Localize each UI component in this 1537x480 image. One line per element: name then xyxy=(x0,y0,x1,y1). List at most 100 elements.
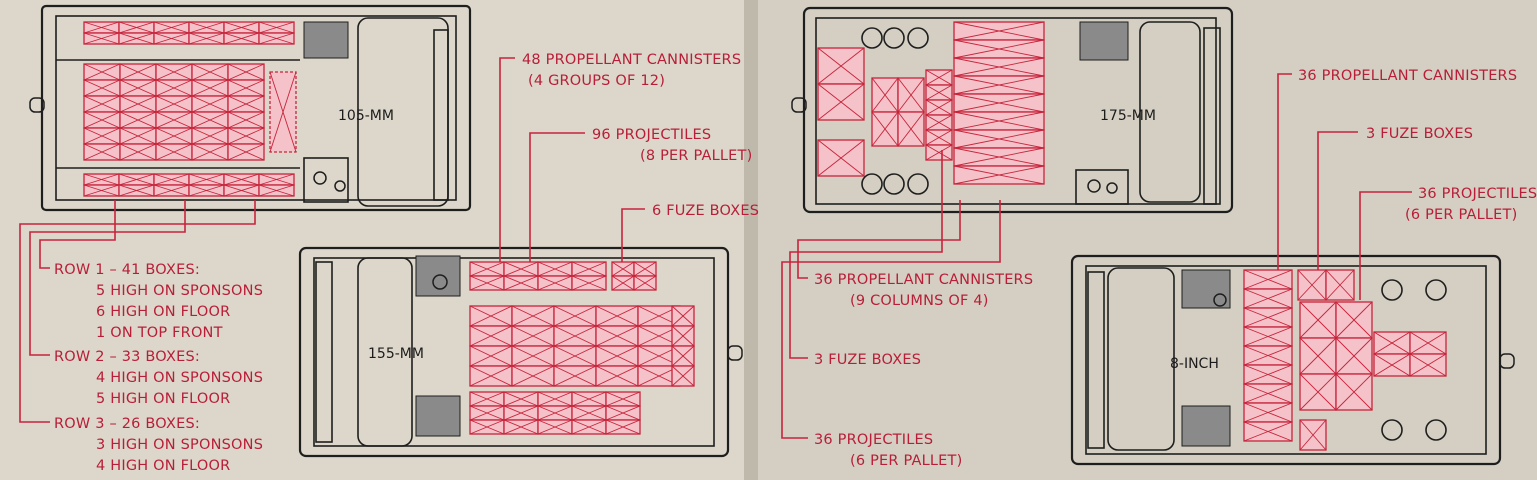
box-cross-mark xyxy=(83,184,120,197)
box-cross-mark xyxy=(469,305,513,327)
turret-outline-8inch xyxy=(1107,267,1175,451)
stowage-row-top-105mm xyxy=(83,21,295,45)
box-cross-mark xyxy=(537,275,573,291)
box-cross-mark xyxy=(119,79,157,97)
vehicle-175mm: 175-MM xyxy=(791,6,1234,214)
box-cross-mark xyxy=(953,93,1045,113)
box-cross-mark xyxy=(671,305,695,327)
box-cross-mark xyxy=(897,77,925,113)
leader-row3 xyxy=(19,200,256,423)
box-cross-mark xyxy=(118,184,155,197)
box-cross-mark xyxy=(191,63,229,81)
box-cross-mark xyxy=(223,173,260,186)
box-cross-mark xyxy=(953,21,1045,41)
box-cross-mark xyxy=(1373,353,1411,377)
leader-projectiles-8in xyxy=(1359,191,1412,300)
box-cross-mark xyxy=(595,325,639,347)
label-36-propellant-mid: 36 PROPELLANT CANNISTERS xyxy=(814,272,1033,288)
box-cross-mark xyxy=(595,365,639,387)
box-cross-mark xyxy=(188,21,225,34)
page-gutter xyxy=(744,0,758,480)
box-cross-mark xyxy=(83,173,120,186)
box-cross-mark xyxy=(469,391,505,407)
hatch-panel-155mm xyxy=(315,261,333,443)
box-cross-mark xyxy=(953,129,1045,149)
label-3-fuze-mid: 3 FUZE BOXES xyxy=(814,352,921,368)
label-36-projectiles-top: 36 PROJECTILES xyxy=(1418,186,1537,202)
label-row3-a: 3 HIGH ON SPONSONS xyxy=(96,437,263,453)
box-cross-mark xyxy=(553,345,597,367)
box-cross-mark xyxy=(633,275,657,291)
box-cross-mark xyxy=(119,95,157,113)
vent-grille-175mm xyxy=(1079,21,1129,61)
box-cross-mark xyxy=(1243,326,1293,347)
box-cross-mark xyxy=(871,111,899,147)
leader-propellant-155 xyxy=(499,57,515,262)
box-cross-mark xyxy=(611,275,635,291)
box-cross-mark xyxy=(1335,337,1373,375)
label-96-projectiles: 96 PROJECTILES xyxy=(592,127,711,143)
tow-hook-8inch xyxy=(1499,353,1515,369)
box-cross-mark xyxy=(223,32,260,45)
label-row2-a: 4 HIGH ON SPONSONS xyxy=(96,370,263,386)
box-cross-mark xyxy=(503,405,539,421)
box-cross-mark xyxy=(671,325,695,347)
box-cross-mark xyxy=(258,173,295,186)
lower-grille-155mm xyxy=(415,395,461,437)
box-cross-mark xyxy=(1335,301,1373,339)
box-cross-mark xyxy=(1409,331,1447,355)
box-cross-mark xyxy=(925,99,953,116)
box-cross-mark xyxy=(119,127,157,145)
box-cross-mark xyxy=(223,21,260,34)
leader-fuze-8in xyxy=(1317,131,1358,270)
box-cross-mark xyxy=(571,405,607,421)
stowage-main-105mm xyxy=(83,63,265,161)
label-row1-title: ROW 1 – 41 BOXES: xyxy=(54,262,200,278)
leader-lines-right xyxy=(781,73,1412,439)
box-cross-mark xyxy=(1243,269,1293,290)
box-cross-mark xyxy=(511,365,555,387)
box-cross-mark xyxy=(83,95,121,113)
label-row3-b: 4 HIGH ON FLOOR xyxy=(96,458,230,474)
box-cross-mark xyxy=(227,95,265,113)
box-cross-mark xyxy=(953,75,1045,95)
box-cross-mark xyxy=(605,391,641,407)
leader-row1 xyxy=(39,200,116,269)
box-cross-mark xyxy=(925,144,953,161)
box-cross-mark xyxy=(571,419,607,435)
box-cross-mark xyxy=(511,325,555,347)
box-cross-mark xyxy=(553,325,597,347)
box-cross-mark xyxy=(469,419,505,435)
box-cross-mark xyxy=(469,365,513,387)
box-cross-mark xyxy=(925,69,953,86)
box-cross-mark xyxy=(258,21,295,34)
box-cross-mark xyxy=(1409,353,1447,377)
box-cross-mark xyxy=(817,139,865,177)
leader-propellant-8in xyxy=(1277,73,1292,270)
box-cross-mark xyxy=(1243,402,1293,423)
label-3-fuze-top: 3 FUZE BOXES xyxy=(1366,126,1473,142)
box-cross-mark xyxy=(153,184,190,197)
tow-hook-155mm xyxy=(727,345,743,361)
stowage-main-155mm xyxy=(469,261,695,435)
leader-row2 xyxy=(29,200,186,356)
label-row2-b: 5 HIGH ON FLOOR xyxy=(96,391,230,407)
box-cross-mark xyxy=(469,261,505,277)
caliber-label-155mm: 155-MM xyxy=(368,346,424,362)
box-cross-mark xyxy=(469,275,505,291)
seat-cluster-8inch xyxy=(1381,279,1447,441)
stowage-main-8inch xyxy=(1243,269,1447,451)
box-cross-mark xyxy=(155,95,193,113)
box-cross-mark xyxy=(118,21,155,34)
box-cross-mark xyxy=(188,173,225,186)
box-cross-mark xyxy=(953,57,1045,77)
callouts-right: 36 PROPELLANT CANNISTERS 3 FUZE BOXES 36… xyxy=(814,68,1537,469)
caliber-label-175mm: 175-MM xyxy=(1100,108,1156,124)
box-cross-mark xyxy=(633,261,657,277)
box-cross-mark xyxy=(1299,301,1337,339)
box-cross-mark xyxy=(153,32,190,45)
hull-inner-8inch xyxy=(1085,265,1487,455)
vent-grille-8inch xyxy=(1181,269,1231,309)
box-cross-mark xyxy=(153,173,190,186)
